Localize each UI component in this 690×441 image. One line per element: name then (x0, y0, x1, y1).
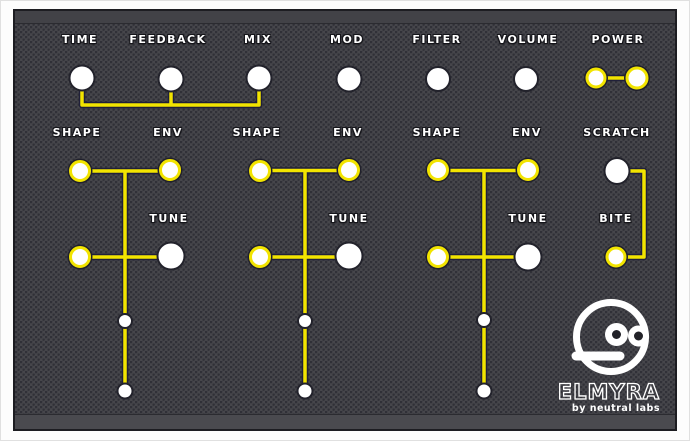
env-jack-1[interactable] (159, 159, 181, 181)
feedback-label: FEEDBACK (129, 33, 207, 46)
patch-wires (78, 74, 648, 391)
scratch-label: SCRATCH (583, 126, 651, 139)
env-label-3: ENV (512, 126, 542, 139)
env-label-1: ENV (153, 126, 183, 139)
tune-label-2: TUNE (329, 212, 369, 225)
shape-label-2: SHAPE (232, 126, 282, 139)
bite-label: BITE (599, 212, 633, 225)
voice1-patch-jack-lower[interactable] (116, 382, 134, 400)
time-label: TIME (61, 33, 99, 46)
power-label: POWER (591, 33, 645, 46)
voice3-patch-jack-lower[interactable] (475, 382, 493, 400)
brand-byline: by neutral labs (571, 403, 660, 414)
mix-knob[interactable] (245, 64, 273, 92)
shape-label-3: SHAPE (412, 126, 462, 139)
shape-jack-2[interactable] (249, 160, 271, 182)
env-label-2: ENV (333, 126, 363, 139)
feedback-knob[interactable] (157, 65, 185, 93)
bite-pad[interactable] (605, 246, 627, 268)
mod-knob[interactable] (335, 65, 363, 93)
mix-label: MIX (243, 33, 273, 46)
voice3-jack[interactable] (427, 246, 449, 268)
top-rail (15, 11, 675, 24)
volume-knob[interactable] (513, 66, 539, 92)
voice2-jack[interactable] (249, 246, 271, 268)
patch-wires-yellow (80, 76, 646, 391)
tune-label-3: TUNE (508, 212, 548, 225)
bottom-rail (15, 414, 675, 429)
voice2-patch-jack-upper[interactable] (297, 313, 313, 329)
shape-jack-3[interactable] (427, 159, 449, 181)
power-jack-left[interactable] (585, 67, 607, 89)
logo-left-pupil (612, 330, 621, 339)
filter-label: FILTER (412, 33, 462, 46)
voice1-jack[interactable] (69, 246, 91, 268)
tune-knob-2[interactable] (334, 241, 364, 271)
scratch-pad[interactable] (603, 157, 631, 185)
voice3-patch-jack-upper[interactable] (476, 312, 492, 328)
brand-name: ELMYRA (557, 379, 660, 404)
tune-knob-3[interactable] (513, 242, 543, 272)
tune-knob-1[interactable] (156, 241, 186, 271)
time-knob[interactable] (68, 64, 96, 92)
tune-label-1: TUNE (149, 212, 189, 225)
env-jack-3[interactable] (517, 159, 539, 181)
env-jack-2[interactable] (338, 159, 360, 181)
power-jack-right[interactable] (625, 66, 649, 90)
volume-label: VOLUME (497, 33, 559, 46)
neutral-labs-face-logo (571, 299, 649, 375)
filter-knob[interactable] (425, 66, 451, 92)
voice1-patch-jack-upper[interactable] (117, 313, 133, 329)
shape-jack-1[interactable] (69, 160, 91, 182)
logo-right-pupil (634, 331, 643, 341)
shape-label-1: SHAPE (52, 126, 102, 139)
voice2-patch-jack-lower[interactable] (296, 382, 314, 400)
mod-label: MOD (330, 33, 364, 46)
